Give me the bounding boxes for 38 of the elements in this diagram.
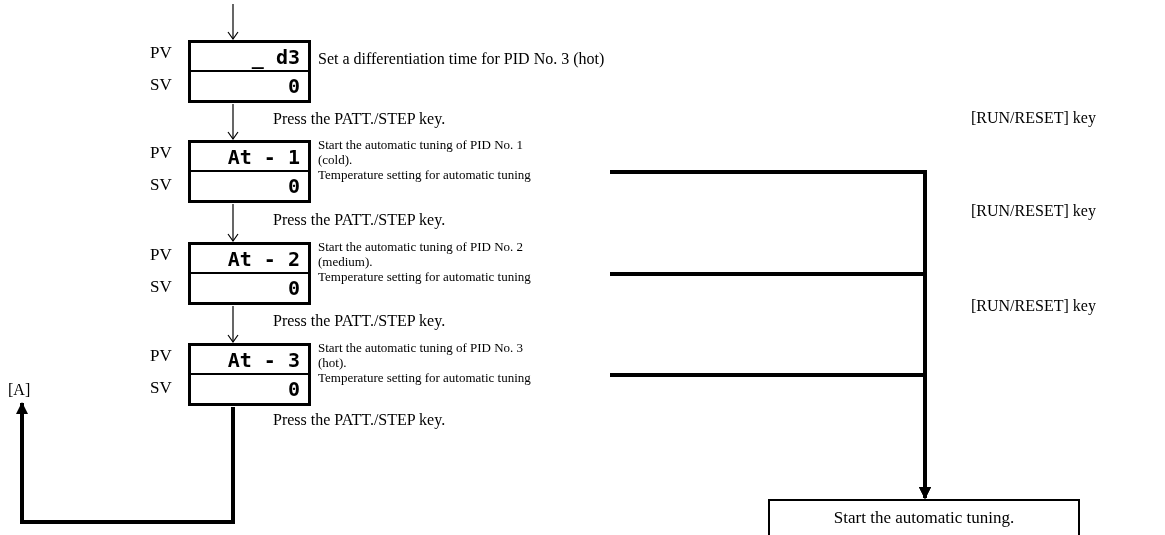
edge-label: [RUN/RESET] key: [971, 203, 1096, 219]
sv-readout: 0: [286, 73, 301, 100]
pv-label: PV: [150, 144, 172, 161]
pv-label: PV: [150, 44, 172, 61]
step-description: Start the automatic tuning of PID No. 2 (medium).: [318, 239, 525, 269]
edge-label: [RUN/RESET] key: [971, 298, 1096, 314]
arrow: [227, 3, 239, 40]
sv-readout: 0: [286, 376, 301, 403]
pv-label: PV: [150, 347, 172, 364]
step-description: Set a differentiation time for PID No. 3 (hot): [318, 51, 605, 67]
sv-label: SV: [150, 176, 172, 193]
pv-readout: _ d3: [191, 43, 308, 72]
pv-readout: At - 2: [191, 245, 308, 274]
edge-label: Press the PATT./STEP key.: [273, 313, 446, 329]
step-description: Temperature setting for automatic tuning: [318, 370, 532, 385]
pv-readout: At - 1: [191, 143, 308, 172]
sv-label: SV: [150, 76, 172, 93]
sv-label: SV: [150, 379, 172, 396]
step-description: Temperature setting for automatic tuning: [318, 167, 532, 182]
edge-label: [RUN/RESET] key: [971, 110, 1096, 126]
process-box: Start the automatic tuning.: [768, 499, 1080, 535]
sv-readout: 0: [286, 275, 301, 302]
sv-label: SV: [150, 278, 172, 295]
pv-label: PV: [150, 246, 172, 263]
arrow: [227, 103, 239, 140]
arrow: [227, 203, 239, 242]
sv-readout: 0: [286, 173, 301, 200]
thick-arrow: [610, 373, 931, 499]
step-description: Start the automatic tuning of PID No. 3 (hot).: [318, 340, 525, 370]
arrow: [227, 305, 239, 343]
pv-readout: At - 3: [191, 346, 308, 375]
edge-label: Press the PATT./STEP key.: [273, 111, 446, 127]
edge-label: Press the PATT./STEP key.: [273, 212, 446, 228]
connector-label: [A]: [8, 382, 31, 398]
step-description: Temperature setting for automatic tuning: [318, 269, 532, 284]
edge-label: Press the PATT./STEP key.: [273, 412, 446, 428]
thick-arrow: [16, 402, 235, 524]
step-description: Start the automatic tuning of PID No. 1 (cold).: [318, 137, 525, 167]
